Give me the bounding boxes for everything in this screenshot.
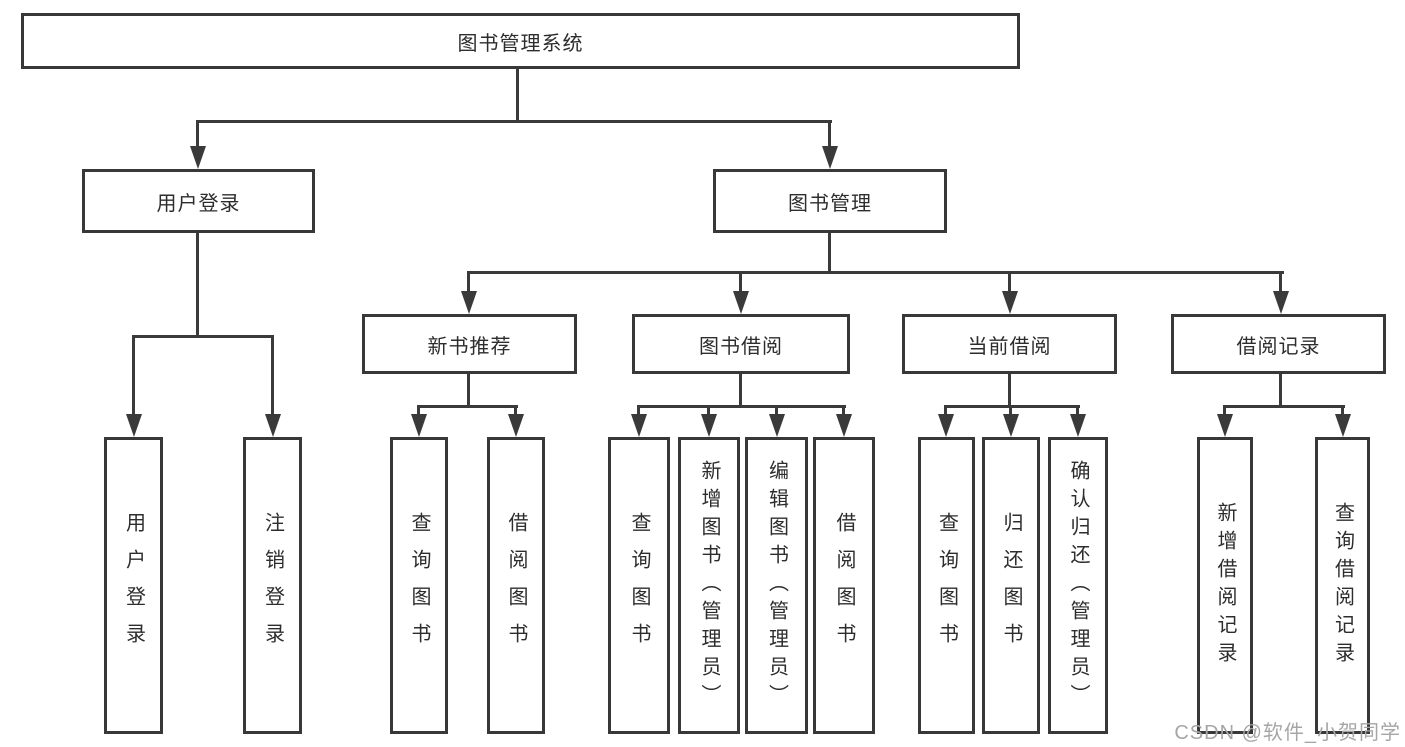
connector <box>1076 405 1079 418</box>
arrowhead-icon <box>1335 414 1351 437</box>
leaf-current-query-books: 查询图书 <box>918 437 975 734</box>
arrowhead-icon <box>836 414 852 437</box>
connector <box>467 271 470 295</box>
connector <box>1223 405 1226 418</box>
connector <box>739 271 742 295</box>
arrowhead-icon <box>265 414 281 437</box>
connector <box>1009 405 1012 418</box>
node-user-login: 用户登录 <box>82 169 315 233</box>
arrowhead-icon <box>126 414 142 437</box>
connector <box>828 233 831 274</box>
connector <box>739 374 742 408</box>
arrowhead-icon <box>938 414 954 437</box>
arrowhead-icon <box>508 414 524 437</box>
connector <box>1341 405 1344 418</box>
leaf-label: 归还图书 <box>1000 511 1022 660</box>
node-system-root: 图书管理系统 <box>21 13 1020 69</box>
connector <box>944 405 947 418</box>
leaf-label: 确认归还（管理员） <box>1067 459 1089 712</box>
leaf-user-login: 用户登录 <box>104 437 163 734</box>
leaf-newrec-borrow-books: 借阅图书 <box>487 437 545 734</box>
connector <box>516 69 519 120</box>
connector <box>828 120 831 149</box>
connector <box>467 271 1284 274</box>
arrowhead-icon <box>411 414 427 437</box>
node-label: 新书推荐 <box>427 335 512 358</box>
leaf-label: 编辑图书（管理员） <box>765 459 788 712</box>
connector <box>196 233 199 338</box>
leaf-current-confirm-return-admin: 确认归还（管理员） <box>1048 437 1108 734</box>
leaf-logout: 注销登录 <box>243 437 302 734</box>
node-label: 图书管理 <box>788 192 872 215</box>
leaf-label: 新增图书（管理员） <box>698 459 720 712</box>
node-label: 当前借阅 <box>967 335 1052 358</box>
leaf-label: 查询图书 <box>628 511 650 660</box>
connector <box>1279 271 1282 295</box>
arrowhead-icon <box>461 291 477 314</box>
arrowhead-icon <box>1070 414 1086 437</box>
connector <box>944 405 1080 408</box>
arrowhead-icon <box>631 414 647 437</box>
connector <box>132 335 274 338</box>
node-label: 图书借阅 <box>699 335 783 358</box>
arrowhead-icon <box>1273 291 1289 314</box>
connector <box>132 335 135 418</box>
node-label: 借阅记录 <box>1236 335 1321 358</box>
leaf-records-query-record: 查询借阅记录 <box>1315 437 1370 734</box>
connector <box>775 405 778 418</box>
leaf-records-add-record: 新增借阅记录 <box>1197 437 1253 734</box>
csdn-watermark: CSDN @软件_小贺同学 <box>1174 722 1401 744</box>
leaf-current-return-books: 归还图书 <box>982 437 1040 734</box>
leaf-label: 借阅图书 <box>833 511 855 660</box>
arrowhead-icon <box>733 291 749 314</box>
connector <box>637 405 640 418</box>
connector <box>1223 405 1345 408</box>
arrowhead-icon <box>701 414 717 437</box>
connector <box>467 374 470 408</box>
connector <box>514 405 517 418</box>
connector <box>707 405 710 418</box>
connector <box>417 405 518 408</box>
connector <box>417 405 420 418</box>
node-borrow-records: 借阅记录 <box>1171 314 1386 374</box>
leaf-newrec-query-books: 查询图书 <box>390 437 448 734</box>
leaf-borrowing-add-books-admin: 新增图书（管理员） <box>678 437 740 734</box>
arrowhead-icon <box>190 146 206 169</box>
connector <box>637 405 846 408</box>
leaf-label: 查询借阅记录 <box>1331 501 1354 670</box>
connector <box>271 335 274 418</box>
node-current-borrowing: 当前借阅 <box>902 314 1117 374</box>
arrowhead-icon <box>769 414 785 437</box>
arrowhead-icon <box>822 146 838 169</box>
leaf-label: 查询图书 <box>408 511 430 660</box>
leaf-borrowing-edit-books-admin: 编辑图书（管理员） <box>745 437 808 734</box>
node-book-borrowing: 图书借阅 <box>632 314 850 374</box>
connector <box>196 120 832 123</box>
connector <box>1279 374 1282 408</box>
leaf-label: 查询图书 <box>935 511 958 660</box>
connector <box>1008 271 1011 295</box>
leaf-borrowing-borrow-books: 借阅图书 <box>813 437 875 734</box>
leaf-label: 新增借阅记录 <box>1214 501 1236 670</box>
leaf-label: 借阅图书 <box>505 511 527 660</box>
leaf-label: 用户登录 <box>122 511 145 660</box>
arrowhead-icon <box>1217 414 1233 437</box>
node-label: 图书管理系统 <box>457 32 584 55</box>
node-book-management: 图书管理 <box>713 169 947 233</box>
connector <box>1008 374 1011 408</box>
connector <box>196 120 199 149</box>
node-label: 用户登录 <box>156 192 241 215</box>
arrowhead-icon <box>1002 291 1018 314</box>
arrowhead-icon <box>1003 414 1019 437</box>
node-new-book-recommend: 新书推荐 <box>362 314 577 374</box>
leaf-label: 注销登录 <box>261 511 284 660</box>
leaf-borrowing-query-books: 查询图书 <box>608 437 670 734</box>
connector <box>842 405 845 418</box>
